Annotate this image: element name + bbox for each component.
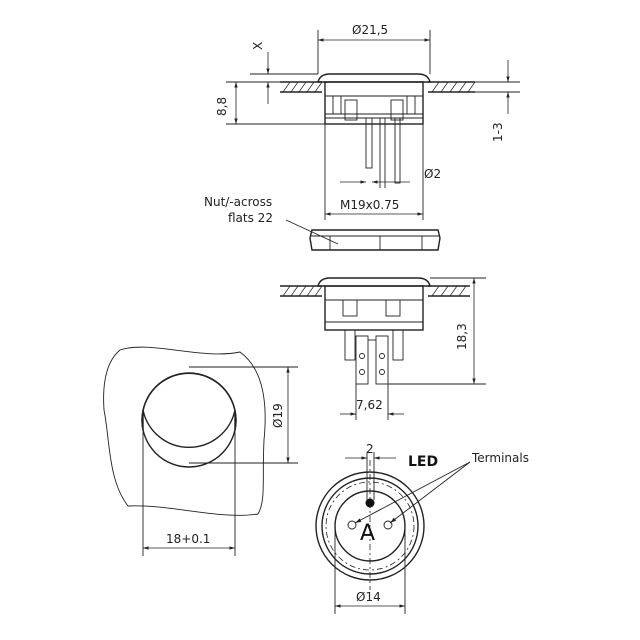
dim-label-1-3: 1-3 [491,122,505,142]
dim-label-8-8: 8,8 [215,97,229,116]
panel-outline [103,346,266,516]
outer-ring [315,471,425,581]
dim-label-pitch-2: 2 [366,442,374,456]
nut-label-line1: Nut/-across [204,195,272,209]
dim-label-cutout: 18+0.1 [166,532,210,546]
dim-label-dia-19: Ø19 [271,403,285,428]
dim-label-thread: M19x0.75 [340,198,399,212]
dim-label-dia-2: Ø2 [424,167,441,181]
panel-left [280,81,323,93]
terminal-marker [383,520,393,530]
bezel [317,73,431,83]
switch-body [324,81,424,125]
nut-label-line2: flats 22 [228,211,273,225]
cutout-shape [141,372,237,448]
dim-label-18-3: 18,3 [455,323,469,350]
dim-label-7-62: 7,62 [356,398,383,412]
led-dot [365,498,375,508]
dim-label-dia-14: Ø14 [356,590,381,604]
terminal-tab [355,335,369,385]
led-label: LED [408,454,438,470]
panel-cutout-view: Ø19 18+0.1 [103,346,298,556]
side-view-top: Ø21,5 X 8,8 1-3 Ø2 M19x0.75 [215,23,520,220]
panel-right [428,81,476,93]
nut [309,229,441,251]
panel-right-2 [428,285,470,297]
dim-label-x: X [251,42,265,50]
switch-body-2 [324,285,424,331]
panel-left-2 [280,285,323,297]
terminal-tab [375,335,389,385]
terminal-marker [347,520,357,530]
side-view-bottom: 18,3 7,62 [280,277,486,420]
mark-a: A [360,521,375,546]
terminal-pin [365,117,373,169]
nut-view: Nut/-across flats 22 [204,195,441,251]
dim-label-dia-21-5: Ø21,5 [352,23,388,37]
front-view: A 2 LED Terminals Ø14 [315,442,529,614]
terminals-label: Terminals [471,451,529,465]
terminal-pin [394,117,401,184]
